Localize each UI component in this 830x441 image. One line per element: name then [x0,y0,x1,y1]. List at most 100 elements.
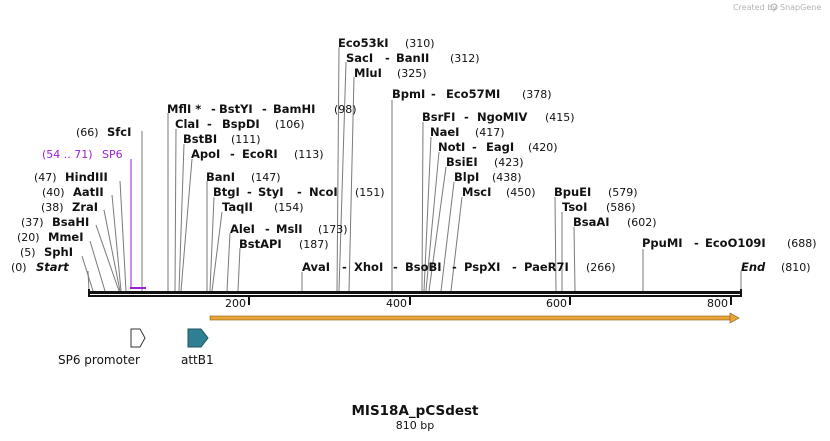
site-label-mlui[interactable]: MluI [354,66,382,80]
site-label-eco57mi[interactable]: Eco57MI [446,87,500,101]
site-label-bpuei[interactable]: BpuEI [554,185,591,199]
start-pos: (0) [11,261,27,274]
site-lines [81,46,742,292]
site-line-saci [338,61,347,292]
site-label-bsrfi[interactable]: BsrFI [422,110,455,124]
site-pos-saci: (312) [450,52,480,65]
site-line-zrai [103,209,121,292]
site-label-hindiii[interactable]: HindIII [65,170,108,184]
site-label-noti[interactable]: NotI [438,140,465,154]
site-label-mfli[interactable]: MflI * [167,102,201,116]
site-label-eco53ki[interactable]: Eco53kI [338,36,389,50]
site-label-bpmi[interactable]: BpmI [392,87,425,101]
site-pos-bsiei: (423) [494,156,524,169]
site-row-btgi: BtgI - StyI - NcoI (151) [213,181,385,200]
site-label-bamhi[interactable]: BamHI [273,102,315,116]
site-label-msci[interactable]: MscI [462,185,491,199]
feature-attb1[interactable]: attB1 [181,328,214,367]
site-row-blpi: BlpI (438) [454,166,522,185]
site-label-bsobi[interactable]: BsoBI [405,260,442,274]
site-line-sphi [81,255,94,292]
site-pos-btgi: (151) [355,186,385,199]
site-line-aatii [111,194,122,292]
site-row-clai: ClaI - BspDI (106) [175,113,305,132]
site-line-mlui [348,76,355,292]
site-label-sphi[interactable]: SphI [44,245,73,259]
site-label-bspdi[interactable]: BspDI [222,117,260,131]
site-label-blpi[interactable]: BlpI [454,170,479,184]
feature-sp6-promoter[interactable]: SP6 promoter [58,328,146,367]
site-label-styi[interactable]: StyI [258,185,284,199]
site-label-pspxi[interactable]: PspXI [464,260,500,274]
snapgene-logo-icon [770,3,778,11]
feature-label-sp6-promoter: SP6 promoter [58,353,140,367]
site-label-sfci[interactable]: SfcI [107,125,131,139]
site-line-bpuei [554,196,557,292]
site-line-clai [174,128,177,292]
site-label-paer7i[interactable]: PaeR7I [524,260,569,274]
site-label-msli[interactable]: MslI [276,222,303,236]
site-row-tsoi: TsoI (586) [562,196,636,215]
site-label-bstapi[interactable]: BstAPI [239,237,282,251]
end-pos: (810) [781,261,811,274]
end-label: End [741,260,766,274]
site-line-mmei [89,240,106,292]
site-pos-ppumi: (688) [787,237,817,250]
site-labels-left: (66) SfcI (54 .. 71) SP6 (47) HindIII (4… [11,125,131,274]
site-label-banii[interactable]: BanII [396,51,429,65]
ruler-label-200: 200 [225,297,246,310]
site-label-saci[interactable]: SacI [346,51,373,65]
orf-arrowhead-icon [729,312,740,324]
site-label-bsiei[interactable]: BsiEI [446,155,478,169]
site-label-ncoi[interactable]: NcoI [309,185,338,199]
site-label-btgi[interactable]: BtgI [213,185,240,199]
site-row-end: End (810) [741,256,811,275]
site-pos-bsahi: (37) [21,216,44,229]
site-pos-mfli: (98) [334,103,357,116]
site-label-bsahi[interactable]: BsaHI [52,215,89,229]
site-label-zrai[interactable]: ZraI [72,200,98,214]
site-labels-center: Eco53kI (310) SacI - BanII (312) MluI (3… [338,32,575,199]
site-row-bpuei: BpuEI (579) [554,181,638,200]
site-label-bstyi[interactable]: BstYI [219,102,253,116]
site-label-bstbi[interactable]: BstBI [183,132,217,146]
site-label-mmei[interactable]: MmeI [48,230,84,244]
site-row-ava: AvaI - XhoI - BsoBI - PspXI - PaeR7I (26… [302,256,616,275]
feature-label-attb1: attB1 [181,353,214,367]
site-line-bsiei [428,166,447,292]
site-label-bsaai[interactable]: BsaAI [573,215,610,229]
site-row-bani: BanI (147) [206,166,281,185]
site-label-bani[interactable]: BanI [206,170,235,184]
site-pos-bpmi: (378) [522,88,552,101]
site-pos-clai: (106) [275,118,305,131]
site-label-clai[interactable]: ClaI [175,117,199,131]
site-pos-hindiii: (47) [34,171,57,184]
orf-arrow[interactable] [209,312,740,324]
site-label-xhoi[interactable]: XhoI [354,260,383,274]
site-label-naei[interactable]: NaeI [430,125,459,139]
site-label-eagi[interactable]: EagI [486,140,514,154]
site-pos-sfci: (66) [76,126,99,139]
site-pos-bani: (147) [251,171,281,184]
ruler-label-800: 800 [707,297,728,310]
site-label-aatii[interactable]: AatII [73,185,104,199]
backbone-end-cap [740,289,742,297]
site-label-ecoo109i[interactable]: EcoO109I [705,236,766,250]
site-label-alei[interactable]: AleI [230,222,255,236]
site-label-ppumi[interactable]: PpuMI [642,236,683,250]
site-pos-sphi: (5) [20,246,36,259]
primer-label-sp6[interactable]: SP6 [102,148,123,161]
site-label-ngomiv[interactable]: NgoMIV [477,110,527,124]
site-line-msci [450,196,463,292]
site-pos-bpuei: (579) [608,186,638,199]
site-pos-alei: (173) [318,223,348,236]
site-row-bsaai: BsaAI (602) [573,211,657,230]
site-label-tsoi[interactable]: TsoI [562,200,587,214]
site-row-noti: NotI - EagI (420) [438,136,558,155]
site-label-taqii[interactable]: TaqII [222,200,253,214]
site-label-ecori[interactable]: EcoRI [242,147,278,161]
site-label-apoi[interactable]: ApoI [191,147,220,161]
site-row-bpmi: BpmI - Eco57MI (378) [392,83,552,102]
site-label-avai[interactable]: AvaI [302,260,330,274]
site-row-eco53ki: Eco53kI (310) [338,32,435,51]
